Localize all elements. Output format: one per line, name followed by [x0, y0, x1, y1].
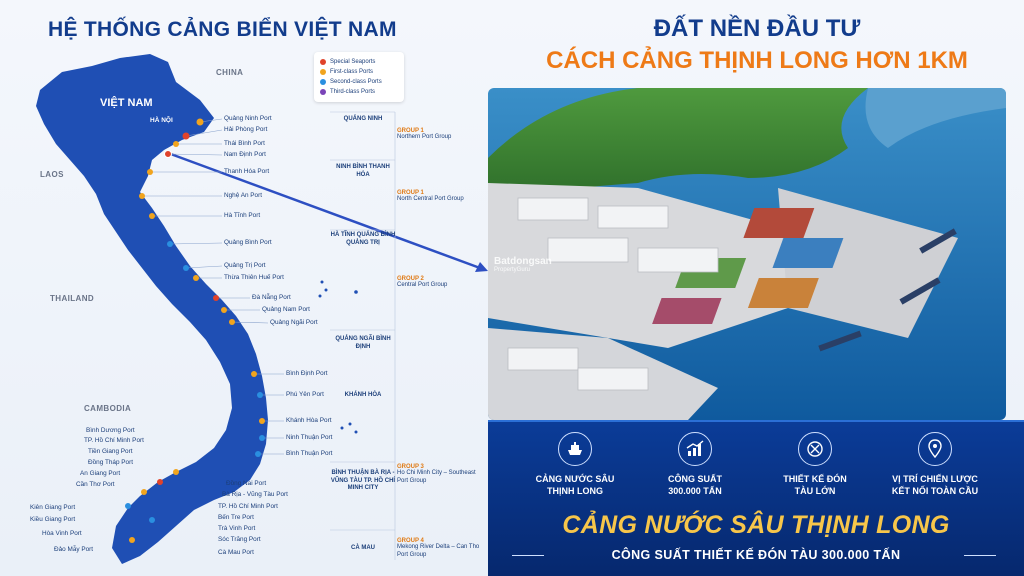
connector-arrowhead: [475, 262, 488, 272]
sub-slogan: CÔNG SUẤT THIẾT KẾ ĐÓN TÀU 300.000 TẤN: [611, 548, 901, 562]
country-label-thailand: THAILAND: [50, 294, 95, 303]
port-label: Bến Tre Port: [218, 514, 254, 521]
region-label: BÌNH THUẬN BÀ RỊA - VŨNG TÀU TP. HỒ CHÍ …: [330, 470, 396, 491]
headline-line-2: CÁCH CẢNG THỊNH LONG HƠN 1KM: [546, 47, 968, 74]
country-label-cambodia: CAMBODIA: [84, 404, 132, 413]
legend-item: Second-class Ports: [320, 77, 398, 87]
map-title: HỆ THỐNG CẢNG BIỂN VIỆT NAM: [48, 18, 397, 41]
port-label: Phú Yên Port: [286, 391, 324, 398]
port-label: TP. Hồ Chí Minh Port: [84, 437, 144, 444]
port-label: Thái Bình Port: [224, 140, 265, 147]
port-label: Quảng Ninh Port: [224, 115, 272, 122]
legend-item: Special Seaports: [320, 57, 398, 67]
port-label: Cần Thơ Port: [76, 481, 115, 488]
port-label: Quảng Bình Port: [224, 239, 272, 246]
port-label: Nghệ An Port: [224, 192, 263, 199]
divider-left: [512, 555, 544, 556]
region-label: NINH BÌNH THANH HÓA: [336, 164, 390, 178]
location-pin-icon: [918, 432, 952, 466]
port-label: Bà Rịa - Vũng Tàu Port: [222, 491, 288, 498]
ship-icon: [558, 432, 592, 466]
port-label: Đồng Nai Port: [226, 480, 267, 487]
country-label-laos: LAOS: [40, 170, 64, 179]
port-label: Khánh Hòa Port: [286, 417, 332, 424]
vietnam-map: [36, 54, 488, 564]
port-label: Cà Mau Port: [218, 549, 254, 556]
connector-arrow: [167, 151, 481, 270]
port-group: GROUP 2 Central Port Group: [397, 276, 448, 288]
port-group: GROUP 1 Northern Port Group: [397, 128, 452, 140]
port-label: Bình Định Port: [286, 370, 328, 377]
port-group: GROUP 4 Mekong River Delta – Can Tho Por…: [397, 538, 480, 558]
divider-right: [964, 555, 996, 556]
region-label: KHÁNH HÒA: [344, 392, 382, 398]
port-group: GROUP 1 North Central Port Group: [397, 190, 464, 202]
city-label-hanoi: HÀ NỘI: [150, 117, 173, 124]
port-label: Tiền Giang Port: [88, 448, 133, 455]
legend-item: Third-class Ports: [320, 87, 398, 97]
port-group: GROUP 3 Ho Chi Minh City – Southeast Por…: [397, 464, 476, 484]
port-label: Bình Thuận Port: [286, 450, 333, 457]
legend-item: First-class Ports: [320, 67, 398, 77]
region-label: QUẢNG NINH: [343, 116, 383, 122]
port-label: Trà Vinh Port: [218, 525, 256, 532]
port-label: Đảo Mẫy Port: [54, 546, 94, 553]
port-label: Sóc Trăng Port: [218, 536, 261, 543]
vietnam-shape: [36, 54, 268, 564]
port-label: Thừa Thiên Huế Port: [224, 274, 284, 281]
port-label: Thanh Hóa Port: [224, 168, 270, 175]
port-label: Kiên Giang Port: [30, 504, 76, 511]
port-label: Quảng Trị Port: [224, 262, 266, 269]
port-aerial-photo: [488, 88, 1006, 420]
port-legend: Special Seaports First-class Ports Secon…: [314, 52, 404, 102]
port-label: Hà Tĩnh Port: [224, 212, 261, 219]
region-label: QUẢNG NGÃI BÌNH ĐỊNH: [335, 336, 391, 350]
port-label: Nam Định Port: [224, 151, 266, 158]
port-label: TP. Hồ Chí Minh Port: [218, 503, 278, 510]
port-label: An Giang Port: [80, 470, 121, 477]
region-label: CÀ MAU: [351, 545, 375, 551]
watermark-logo: Batdongsan PropertyGuru: [494, 256, 552, 273]
headline-line-1: ĐẤT NỀN ĐẦU TƯ: [653, 15, 861, 42]
port-label: Kiều Giang Port: [30, 516, 76, 523]
port-label: Quảng Nam Port: [262, 306, 310, 313]
port-label: Hòa Vinh Port: [42, 530, 82, 537]
port-label: Bình Dương Port: [86, 427, 135, 434]
design-compass-icon: [798, 432, 832, 466]
country-label-vietnam: VIỆT NAM: [100, 97, 153, 109]
port-markers: [125, 118, 265, 543]
region-label: HÀ TĨNH QUẢNG BÌNH QUẢNG TRỊ: [330, 232, 396, 246]
port-label: Đà Nẵng Port: [252, 294, 291, 301]
port-label: Quảng Ngãi Port: [270, 319, 318, 326]
port-label: Hải Phòng Port: [224, 126, 268, 133]
port-label: Đồng Tháp Port: [88, 459, 133, 466]
main-slogan: CẢNG NƯỚC SÂU THỊNH LONG: [562, 511, 950, 539]
country-label-china: CHINA: [216, 68, 244, 77]
growth-chart-icon: [678, 432, 712, 466]
port-label: Ninh Thuận Port: [286, 434, 333, 441]
